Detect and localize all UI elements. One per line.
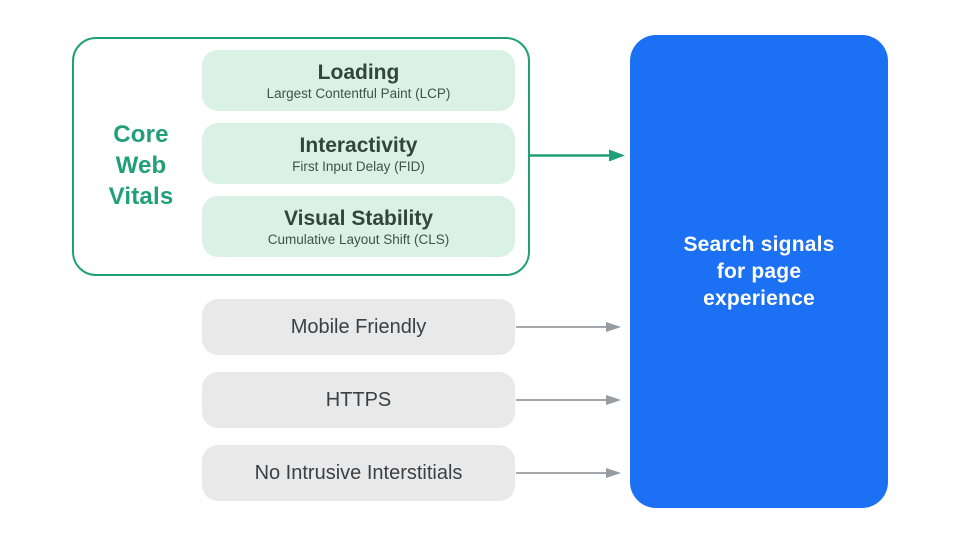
metric-card-loading: Loading Largest Contentful Paint (LCP) [202, 50, 515, 111]
search-signals-label-line: for page [716, 260, 802, 283]
signal-label: HTTPS [325, 388, 392, 411]
search-signals-label-line: Search signals [683, 233, 835, 256]
search-signals-label-line: experience [703, 287, 815, 310]
signal-pill-no-intrusive-interstitials: No Intrusive Interstitials [202, 445, 515, 501]
signal-label: Mobile Friendly [290, 315, 427, 338]
search-signals-panel: Search signals for page experience [630, 35, 888, 508]
metric-card-interactivity: Interactivity First Input Delay (FID) [202, 123, 515, 184]
mobile-friendly-arrow-icon [516, 319, 622, 335]
metric-title: Visual Stability [284, 206, 433, 230]
signal-pill-mobile-friendly: Mobile Friendly [202, 299, 515, 355]
metric-title: Interactivity [299, 133, 418, 157]
metric-subtitle: First Input Delay (FID) [292, 158, 425, 174]
signal-pill-https: HTTPS [202, 372, 515, 428]
metric-subtitle: Cumulative Layout Shift (CLS) [267, 231, 450, 247]
core-web-vitals-label-line: Web [115, 152, 167, 179]
search-signals-label: Search signals for page experience [683, 231, 834, 312]
core-web-vitals-arrow-icon [530, 147, 626, 164]
metric-title: Loading [317, 60, 400, 84]
signal-label: No Intrusive Interstitials [254, 461, 463, 484]
no-intrusive-interstitials-arrow-icon [516, 465, 622, 481]
metric-card-visual-stability: Visual Stability Cumulative Layout Shift… [202, 196, 515, 257]
core-web-vitals-label-line: Core [113, 121, 169, 148]
https-arrow-icon [516, 392, 622, 408]
core-web-vitals-label-line: Vitals [108, 183, 174, 210]
core-web-vitals-label: Core Web Vitals [82, 119, 200, 212]
metric-subtitle: Largest Contentful Paint (LCP) [266, 85, 451, 101]
